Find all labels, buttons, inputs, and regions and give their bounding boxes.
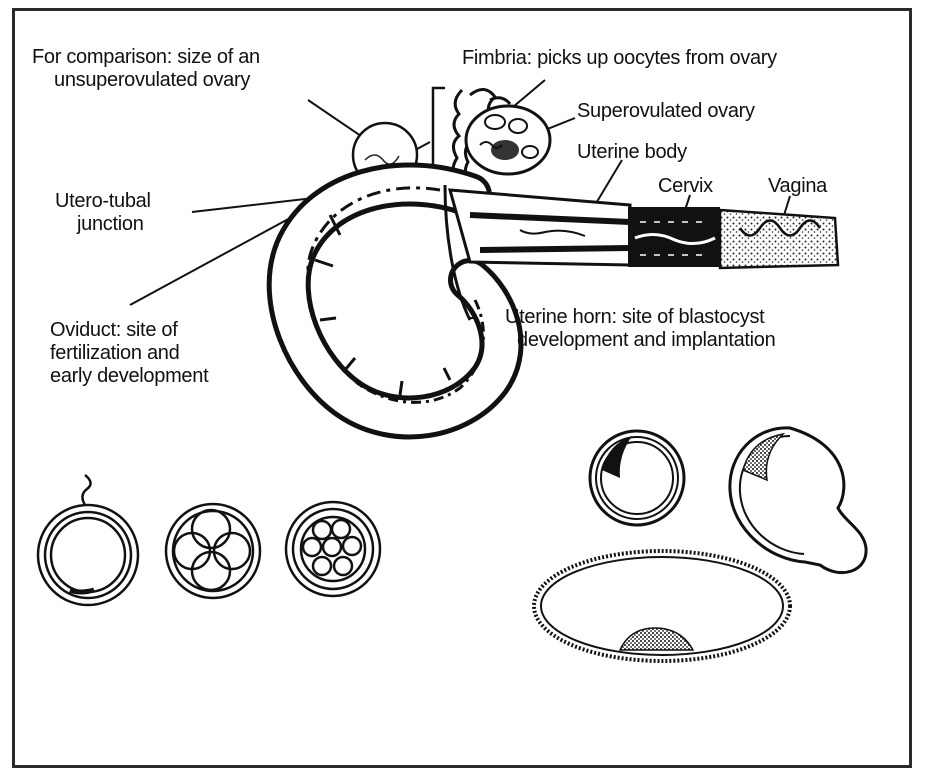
label-comparison-line2: unsuperovulated ovary xyxy=(54,69,260,92)
label-utero-tubal-line1: Utero-tubal xyxy=(55,190,151,213)
label-oviduct-line3: early development xyxy=(50,365,208,388)
label-utero-tubal-line2: junction xyxy=(77,213,151,236)
bracket xyxy=(433,88,445,170)
implanting-blastocyst xyxy=(534,551,790,661)
cervix xyxy=(628,207,720,267)
label-superovulated-ovary: Superovulated ovary xyxy=(577,100,755,123)
label-uterine-horn: Uterine horn: site of blastocyst develop… xyxy=(505,306,775,352)
label-cervix: Cervix xyxy=(658,175,713,198)
hatching-blastocyst xyxy=(730,428,866,573)
label-oviduct-line2: fertilization and xyxy=(50,342,208,365)
uterine-body xyxy=(450,190,630,265)
four-cell-embryo xyxy=(166,504,260,598)
label-comparison-ovary: For comparison: size of an unsuperovulat… xyxy=(32,46,260,92)
vagina xyxy=(720,210,838,268)
label-uterine-body: Uterine body xyxy=(577,141,687,164)
zygote-oocyte xyxy=(38,475,138,605)
label-vagina: Vagina xyxy=(768,175,827,198)
early-blastocyst xyxy=(590,431,684,525)
label-uterine-horn-line1: Uterine horn: site of blastocyst xyxy=(505,306,775,329)
label-comparison-line1: For comparison: size of an xyxy=(32,46,260,69)
leader-uterine-body xyxy=(595,160,622,205)
superovulated-ovary xyxy=(466,106,550,174)
morula-embryo xyxy=(286,502,380,596)
label-oviduct: Oviduct: site of fertilization and early… xyxy=(50,319,208,388)
label-oviduct-line1: Oviduct: site of xyxy=(50,319,208,342)
label-utero-tubal-junction: Utero-tubal junction xyxy=(55,190,151,236)
label-uterine-horn-line2: development and implantation xyxy=(517,329,775,352)
label-fimbria: Fimbria: picks up oocytes from ovary xyxy=(462,47,777,70)
